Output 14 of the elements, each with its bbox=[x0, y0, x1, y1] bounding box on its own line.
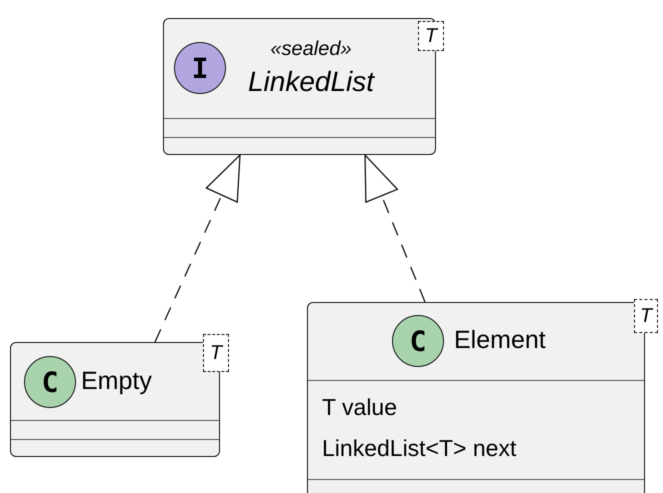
class-name: Element bbox=[454, 328, 546, 353]
realization-arrow bbox=[364, 154, 426, 302]
class-letter: C bbox=[392, 315, 444, 367]
class-name: Empty bbox=[81, 369, 152, 394]
field-text: T value bbox=[322, 396, 398, 419]
type-parameter: T bbox=[418, 21, 444, 51]
type-parameter: T bbox=[203, 334, 229, 372]
field-text: LinkedList<T> next bbox=[322, 437, 516, 460]
stereotype-label: «sealed» bbox=[270, 39, 352, 59]
interface-letter: I bbox=[174, 42, 226, 94]
realization-arrow bbox=[154, 154, 241, 342]
interface-name: LinkedList bbox=[248, 68, 374, 96]
type-parameter: T bbox=[634, 299, 658, 333]
class-letter: C bbox=[24, 356, 76, 408]
